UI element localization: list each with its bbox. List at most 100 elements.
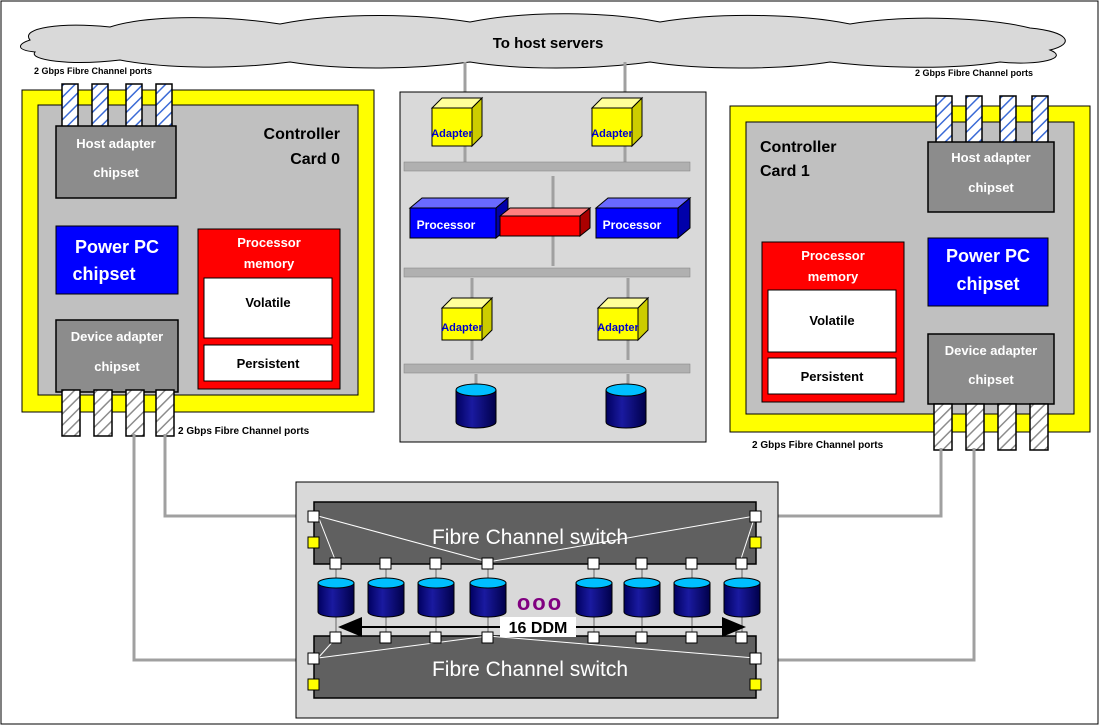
ddm-disk: [723, 577, 761, 618]
ddm-disk: [417, 577, 455, 618]
card0-top-ports-label: 2 Gbps Fibre Channel ports: [34, 66, 152, 76]
card1-proc-mem-label-2: memory: [808, 269, 859, 284]
card1-volatile-label: Volatile: [809, 313, 854, 328]
lower-fibre-channel-switch: [313, 635, 757, 699]
ddm-ellipsis: ooo: [517, 590, 563, 615]
host-servers-cloud: To host servers: [20, 13, 1066, 69]
switch-port: [307, 652, 320, 665]
fc-port: [997, 403, 1017, 451]
card1-bottom-ports: [933, 403, 1049, 451]
switch-port: [379, 631, 392, 644]
lower-switch-ports: [307, 631, 762, 691]
card1-to-upper-switch: [760, 448, 943, 518]
card1-host-adapter-chipset-label: chipset: [968, 180, 1014, 195]
center-disk-right: [605, 383, 647, 429]
fc-port: [965, 403, 985, 451]
ddm-label-bg: [500, 617, 576, 637]
adapter-label: Adapter: [441, 322, 483, 334]
ddm-disks: [317, 577, 761, 618]
switch-port: [429, 631, 442, 644]
card1-device-adapter-chipset-label: chipset: [968, 372, 1014, 387]
switch-port: [685, 557, 698, 570]
fc-port: [61, 83, 79, 129]
center-panel: [399, 91, 707, 443]
cloud-label: To host servers: [493, 35, 604, 52]
card0-bottom-ports-label: 2 Gbps Fibre Channel ports: [178, 426, 310, 437]
processor-label: Processor: [417, 218, 476, 232]
card1-proc-mem-label: Processor: [801, 248, 865, 263]
fc-port: [125, 83, 143, 129]
card1-volatile-memory: [767, 289, 897, 353]
switch-port: [307, 678, 320, 691]
switch-port: [329, 557, 342, 570]
adapter-label: Adapter: [431, 128, 473, 140]
upper-switch-wiring: [317, 515, 756, 563]
ddm-disk: [469, 577, 507, 618]
system-bus: [403, 161, 691, 172]
center-processor-left: Processor: [408, 196, 510, 240]
ddm-disk: [673, 577, 711, 618]
card0-power-pc-label: Power PC: [75, 237, 159, 257]
fc-port: [93, 389, 113, 437]
switch-port: [749, 536, 762, 549]
center-adapter-bottom-left: Adapter: [440, 296, 494, 342]
fc-port: [965, 95, 983, 145]
switch-port: [307, 536, 320, 549]
switch-port: [749, 678, 762, 691]
card1-host-adapter-chipset: [927, 141, 1055, 213]
card1-device-adapter-label: Device adapter: [945, 343, 1038, 358]
card1-power-pc-label: Power PC: [946, 246, 1030, 266]
upper-switch-label: Fibre Channel switch: [432, 526, 628, 549]
card1-power-pc-chipset-label: chipset: [956, 274, 1019, 294]
fc-port: [1031, 95, 1049, 145]
switch-port: [635, 557, 648, 570]
center-memory-bridge: [498, 206, 592, 238]
switch-port: [481, 631, 494, 644]
card0-title: Controller: [264, 126, 340, 143]
center-disk-left: [455, 383, 497, 429]
card0-persistent-memory: [203, 344, 333, 382]
adapter-label: Adapter: [591, 128, 633, 140]
card0-device-adapter-chipset-label: chipset: [94, 359, 140, 374]
switch-port: [685, 631, 698, 644]
switch-port: [307, 510, 320, 523]
card0-volatile-memory: [203, 277, 333, 339]
processor-label: Processor: [603, 218, 662, 232]
card0-top-ports: [61, 83, 173, 129]
card0-host-adapter-chipset-label: chipset: [93, 165, 139, 180]
fc-port: [933, 403, 953, 451]
card0-proc-mem-label-2: memory: [244, 256, 295, 271]
upper-switch-ports: [307, 510, 762, 570]
fc-port: [155, 389, 175, 437]
switch-port: [429, 557, 442, 570]
system-bus: [403, 267, 691, 278]
center-adapter-bottom-right: Adapter: [596, 296, 650, 342]
card0-proc-mem-label: Processor: [237, 235, 301, 250]
switch-port: [635, 631, 648, 644]
switch-port: [749, 510, 762, 523]
fc-port: [935, 95, 953, 145]
switch-port: [735, 631, 748, 644]
fc-port: [61, 389, 81, 437]
switch-port: [587, 557, 600, 570]
lower-switch-label: Fibre Channel switch: [432, 658, 628, 681]
system-bus: [403, 363, 691, 374]
card1-title: Controller: [760, 139, 836, 156]
card0-device-adapter-chipset: [55, 319, 179, 393]
card1-persistent-memory: [767, 357, 897, 395]
ddm-disk: [317, 577, 355, 618]
ddm-count-label: 16 DDM: [509, 620, 568, 637]
card1-power-pc-chipset: [927, 237, 1049, 307]
center-adapter-top-left: Adapter: [430, 96, 484, 148]
switch-port: [379, 557, 392, 570]
card0-power-pc-chipset: [55, 225, 179, 295]
switch-port: [329, 631, 342, 644]
card0-bottom-ports: [61, 389, 175, 437]
ddm-disk: [623, 577, 661, 618]
center-system-box: Adapter Adapter Processor Processor: [399, 62, 707, 443]
center-adapter-top-right: Adapter: [590, 96, 644, 148]
ddm-disk: [367, 577, 405, 618]
card0-volatile-label: Volatile: [245, 295, 290, 310]
